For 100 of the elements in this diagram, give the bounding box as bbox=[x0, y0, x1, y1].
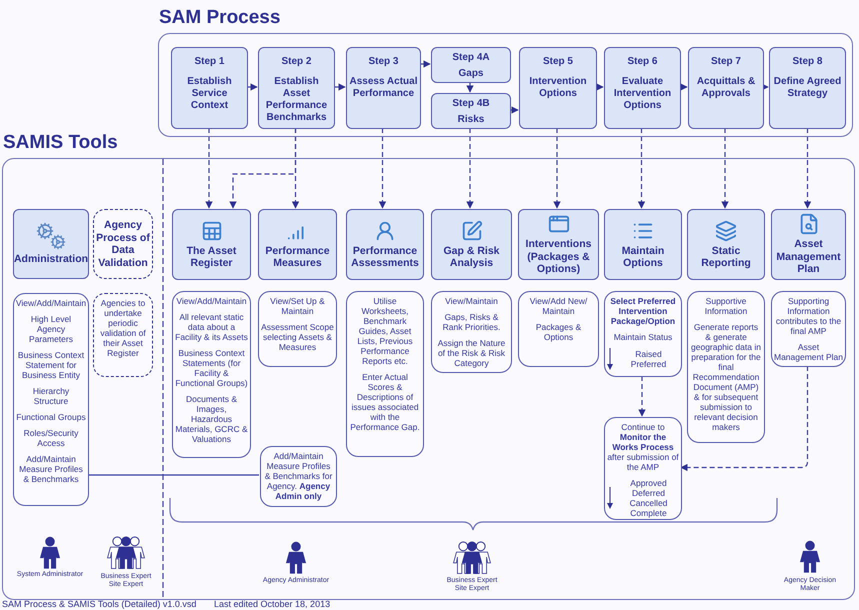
step-label: Acquittals & Approvals bbox=[696, 76, 756, 100]
step-label: Intervention Options bbox=[528, 76, 588, 100]
tool-box bbox=[771, 209, 846, 280]
description-text: Supportive Information bbox=[704, 296, 748, 316]
step-label: Risks bbox=[456, 114, 486, 126]
detail-box bbox=[346, 291, 424, 457]
description-text: Maintain Status bbox=[614, 332, 672, 342]
detail-box bbox=[687, 291, 765, 443]
footer-note: Last edited October 18, 2013 bbox=[214, 599, 330, 609]
description-text: Generate reports & generate geographic data in preparation for the final Recommendation Document (AMP) & for subsequent submission to relevant decision makers bbox=[690, 322, 762, 432]
arrow bbox=[466, 82, 474, 93]
step-box bbox=[604, 47, 681, 129]
detail-box bbox=[431, 291, 512, 373]
description-text: Add/Maintain Measure Profiles & Benchmarks for Agency. Agency Admin only bbox=[264, 451, 334, 501]
arrow bbox=[721, 128, 729, 209]
step-box bbox=[688, 47, 764, 129]
detail-box bbox=[93, 293, 153, 377]
tool-name: Performance Assessments bbox=[350, 244, 420, 270]
detail-box bbox=[258, 291, 337, 367]
description-text: Assign the Nature of the Risk & Risk Category bbox=[436, 338, 506, 368]
arrow bbox=[638, 376, 646, 417]
arrow bbox=[762, 83, 769, 91]
tool-box bbox=[13, 209, 89, 279]
description-text: Functional Groups bbox=[16, 412, 86, 422]
step-number: Step 4B bbox=[451, 98, 491, 110]
description-text: Hierarchy Structure bbox=[32, 386, 70, 406]
detail-box bbox=[260, 446, 337, 507]
step-label: Establish Service Context bbox=[186, 76, 233, 112]
process-box bbox=[93, 209, 153, 279]
description-text: Utilise Worksheets, Benchmark Guides, Asset Lists, Previous Performance Reports etc. bbox=[356, 296, 414, 366]
detail-box bbox=[13, 293, 89, 506]
step-box bbox=[769, 47, 846, 129]
step-box bbox=[258, 47, 335, 129]
tool-box bbox=[431, 209, 512, 280]
arrow bbox=[205, 128, 213, 209]
arrow bbox=[553, 128, 561, 209]
description-text: View/Maintain bbox=[445, 296, 498, 306]
arrow bbox=[229, 128, 296, 209]
arrow bbox=[378, 128, 386, 209]
tool-name: The Asset Register bbox=[186, 244, 238, 270]
description-text: Assessment Scope selecting Assets & Measures bbox=[261, 322, 334, 352]
description-text: View/Add/Maintain bbox=[176, 296, 247, 306]
description-text: View/Set Up & Maintain bbox=[269, 296, 326, 316]
description-text: Business Context Statements (for Facility & Functional Groups) bbox=[175, 348, 248, 388]
process-label: Agency Process of Data Validation bbox=[95, 219, 151, 269]
step-box bbox=[346, 47, 421, 129]
arrow bbox=[420, 60, 431, 68]
description-text: View/Add/Maintain bbox=[16, 298, 86, 308]
step-box bbox=[431, 93, 511, 129]
detail-box bbox=[518, 291, 599, 367]
tool-box bbox=[258, 209, 337, 280]
tool-name: Administration bbox=[12, 253, 90, 266]
description-text: Add/Maintain Measure Profiles & Benchmarks bbox=[18, 454, 84, 484]
detail-box bbox=[604, 291, 682, 377]
detail-box bbox=[172, 291, 251, 458]
detail-box bbox=[604, 417, 682, 520]
tool-box bbox=[518, 209, 599, 280]
tool-name: Gap & Risk Analysis bbox=[442, 244, 501, 270]
section-title: SAM Process bbox=[159, 7, 280, 29]
arrow bbox=[510, 106, 519, 114]
step-box bbox=[519, 47, 597, 129]
connector-line bbox=[88, 474, 259, 476]
step-label: Establish Asset Performance Benchmarks bbox=[264, 76, 328, 124]
step-number: Step 7 bbox=[710, 56, 742, 68]
arrow bbox=[804, 128, 812, 209]
tool-name: Performance Measures bbox=[264, 244, 331, 270]
tool-name: Asset Management Plan bbox=[775, 238, 842, 276]
description-text: Approved Deferred Cancelled Complete bbox=[628, 478, 668, 518]
tool-name: Static Reporting bbox=[700, 244, 752, 270]
description-text: Packages & Options bbox=[534, 322, 582, 342]
arrow bbox=[466, 128, 474, 209]
step-number: Step 3 bbox=[367, 56, 400, 68]
description-text: Select Preferred Intervention Package/Option bbox=[609, 296, 677, 326]
tool-name: Interventions (Packages & Options) bbox=[524, 238, 592, 276]
description-text: Business Context Statement for Business Entity bbox=[16, 350, 86, 380]
step-number: Step 1 bbox=[193, 56, 226, 68]
description-text: View/Add New/ Maintain bbox=[528, 296, 588, 316]
tool-box bbox=[346, 209, 424, 280]
step-number: Step 2 bbox=[280, 56, 312, 68]
step-number: Step 8 bbox=[791, 56, 824, 68]
arrow bbox=[334, 83, 346, 91]
description-text: Documents & Images, Hazardous Materials, GCRC & Valuations bbox=[175, 394, 248, 444]
description-text: Asset Management Plan bbox=[774, 342, 843, 362]
step-number: Step 6 bbox=[626, 56, 658, 68]
description-text: Roles/Security Access bbox=[22, 428, 80, 448]
step-label: Define Agreed Strategy bbox=[772, 76, 842, 100]
step-label: Evaluate Intervention Options bbox=[612, 76, 672, 112]
description-text: Enter Actual Scores & Descriptions of issues associated with the Performance Gap. bbox=[349, 372, 421, 432]
detail-box bbox=[771, 291, 846, 367]
description-text: Agencies to undertake periodic validation of their Asset Register bbox=[99, 298, 147, 358]
section-title: SAMIS Tools bbox=[3, 132, 118, 154]
description-text: Gaps, Risks & Rank Priorities. bbox=[442, 312, 502, 332]
arrow bbox=[638, 128, 646, 209]
description-text: Continue to Monitor the Works Process after submission of the AMP bbox=[607, 422, 679, 472]
arrow bbox=[596, 83, 604, 91]
arrow bbox=[680, 366, 808, 472]
tool-box bbox=[604, 209, 682, 280]
description-text: All relevant static data about a Facility & its Assets bbox=[175, 312, 248, 342]
description-text: Supporting Information contributes to the final AMP bbox=[774, 296, 842, 336]
tool-name: Maintain Options bbox=[620, 244, 666, 270]
